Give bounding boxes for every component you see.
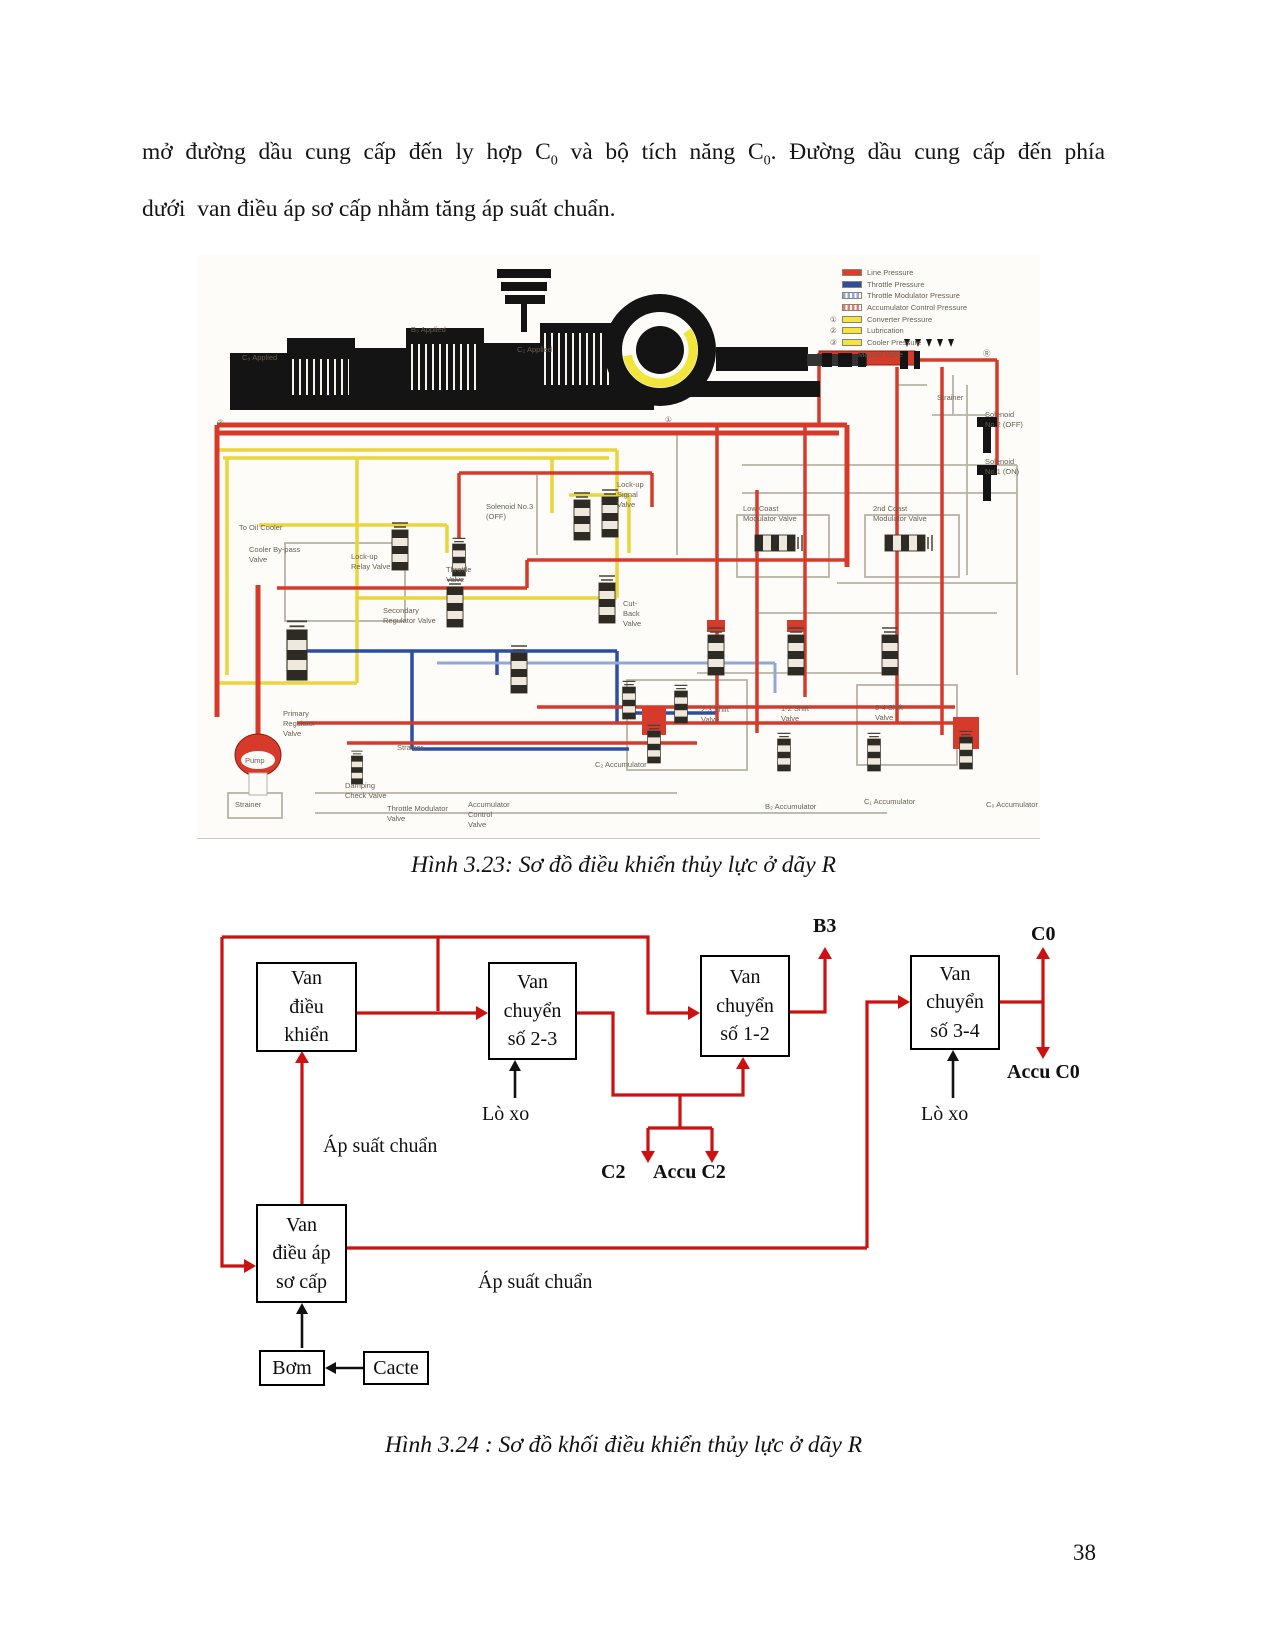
legend-swatch (842, 315, 862, 323)
manual-valve-arrows (904, 339, 954, 347)
transmission-silhouette (230, 269, 920, 410)
subscript-0: 0 (763, 152, 771, 169)
block-diagram-figure: Van điều khiển Van chuyển số 2-3 Van chu… (195, 885, 1110, 1420)
legend-row: Line Pressure (830, 267, 967, 279)
legend-swatch (842, 327, 862, 335)
paragraph-line-2: dưới van điều áp sơ cấp nhằm tăng áp suấ… (142, 196, 616, 223)
legend-swatch (842, 280, 862, 288)
legend-swatch (842, 269, 862, 277)
legend-swatch (842, 292, 862, 300)
legend-label: Line Pressure (867, 268, 914, 278)
legend-row: Throttle Modulator Pressure (830, 290, 967, 302)
paragraph-text: . Đường dầu cung cấp đến phía (770, 139, 1106, 165)
hydraulic-diagram-figure: Line Pressure Throttle Pressure Throttle… (197, 255, 1040, 839)
block-diagram-connectors (220, 935, 1050, 1374)
paragraph-line-1: mở đường dầu cung cấp đến ly hợp C0 và b… (142, 138, 1105, 170)
legend-number: ① (830, 314, 837, 324)
red-connectors (220, 935, 1045, 1268)
red-fills (642, 350, 979, 749)
legend-row: ① Converter Pressure (830, 313, 967, 325)
legend-label: Converter Pressure (867, 314, 933, 324)
legend-label: Accumulator Control Pressure (867, 303, 968, 313)
legend-number: ② (830, 326, 837, 336)
pump-glyph (234, 733, 282, 796)
red-arrowheads (244, 947, 1050, 1273)
red-main-pipes (214, 422, 850, 755)
body-paragraph: mở đường dầu cung cấp đến ly hợp C0 và b… (142, 138, 1105, 225)
legend-label: Cooler Pressure (867, 337, 922, 347)
legend-row: ② Lubrication (830, 325, 967, 337)
page-number: 38 (1073, 1540, 1096, 1565)
subscript-0: 0 (550, 152, 558, 169)
black-connectors (300, 1057, 955, 1370)
paragraph-text: và bộ tích năng C (557, 139, 764, 165)
black-arrowheads (296, 1050, 959, 1374)
solenoid-glyphs (977, 417, 997, 501)
figure-323-caption: Hình 3.23: Sơ đồ điều khiển thủy lực ở d… (411, 852, 836, 878)
legend-swatch (842, 338, 862, 346)
figure-324-caption: Hình 3.24 : Sơ đồ khối điều khiển thủy l… (384, 1432, 863, 1458)
legend-row: ③ Cooler Pressure (830, 337, 967, 349)
legend-row: Accumulator Control Pressure (830, 302, 967, 314)
legend-row: Throttle Pressure (830, 279, 967, 291)
blue-pipes (292, 649, 717, 751)
paragraph-text: mở đường dầu cung cấp đến ly hợp C (142, 139, 551, 165)
legend-label: Lubrication (867, 326, 904, 336)
legend-number: ③ (830, 337, 837, 347)
red-pipes (277, 353, 999, 745)
hydraulic-diagram-art (214, 269, 1018, 819)
legend-label: Throttle Pressure (867, 279, 925, 289)
legend: Line Pressure Throttle Pressure Throttle… (830, 267, 967, 348)
yellow-pipes (215, 448, 631, 685)
legend-swatch (842, 304, 862, 312)
legend-label: Throttle Modulator Pressure (867, 291, 960, 301)
